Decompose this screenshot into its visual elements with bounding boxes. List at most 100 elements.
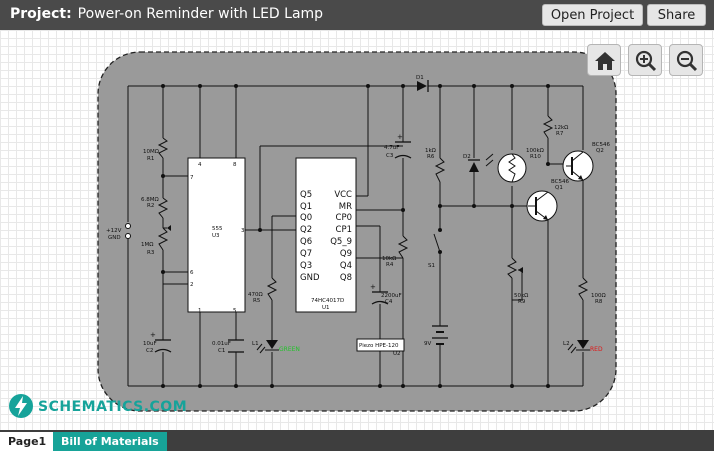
c1-ref: C1 xyxy=(218,348,225,354)
q1-type: BC546 xyxy=(551,179,570,185)
tab-bill-of-materials[interactable]: Bill of Materials xyxy=(53,432,167,451)
resistor-r8 xyxy=(577,277,589,301)
u3-pin-4: 4 xyxy=(198,162,202,168)
potentiometer-r9-wiper xyxy=(518,267,523,273)
wires xyxy=(127,85,584,387)
u1-pin-q4: Q4 xyxy=(340,261,352,271)
svg-text:+: + xyxy=(150,331,156,339)
open-project-button[interactable]: Open Project xyxy=(542,4,643,26)
r5-ref: R5 xyxy=(253,298,261,304)
u1-pin-q8: Q8 xyxy=(340,273,352,283)
u1-pin-q2: Q2 xyxy=(300,225,312,235)
supply-pos-label: +12V xyxy=(106,228,122,234)
q2-ref: Q2 xyxy=(596,148,604,154)
r9-ref: R9 xyxy=(518,299,526,305)
resistor-r5 xyxy=(266,277,278,301)
u1-pin-q5-9: Q5_9 xyxy=(330,237,352,247)
r4-value: 10kΩ xyxy=(382,256,396,262)
diode-d1 xyxy=(417,80,429,92)
u1-pin-labels: Q5 Q1 Q0 Q2 Q6 Q7 Q3 GND VCC MR CP0 CP1 … xyxy=(300,190,352,283)
l1-color: GREEN xyxy=(279,346,300,353)
u3-pin-8: 8 xyxy=(233,162,237,168)
r6-ref: R6 xyxy=(427,154,435,160)
junctions xyxy=(161,84,550,388)
r7-value: 12kΩ xyxy=(554,125,568,131)
led-l2 xyxy=(567,340,590,354)
q1-ref: Q1 xyxy=(555,185,563,191)
u3-name: 555 xyxy=(212,226,223,232)
c1-value: 0.01uF xyxy=(212,341,231,347)
led-l1 xyxy=(256,340,279,354)
svg-text:+: + xyxy=(397,133,403,141)
piezo-buzzer-u2 xyxy=(356,338,405,352)
buzzer-ref: U2 xyxy=(393,351,401,357)
s1-ref: S1 xyxy=(428,263,435,269)
home-button[interactable] xyxy=(587,44,621,76)
r8-ref: R8 xyxy=(595,299,603,305)
lightning-bolt-icon xyxy=(9,394,33,418)
c4-ref: C4 xyxy=(385,299,393,305)
schematic-canvas[interactable]: + + + xyxy=(0,30,714,430)
u1-pin-q3: Q3 xyxy=(300,261,312,271)
resistor-r1 xyxy=(157,137,169,159)
transistor-q2 xyxy=(562,150,594,182)
u3-pin-2: 2 xyxy=(190,282,194,288)
ic-u1-74hc4017 xyxy=(295,157,357,313)
resistor-r9 xyxy=(506,257,518,279)
q2-type: BC546 xyxy=(592,142,611,148)
supply-terminal-gnd xyxy=(125,233,131,239)
zoom-out-icon xyxy=(676,50,698,72)
u1-pin-q0: Q0 xyxy=(300,213,312,223)
supply-gnd-label: GND xyxy=(108,235,121,241)
d1-ref: D1 xyxy=(416,75,424,81)
r2-value: 6.8MΩ xyxy=(141,197,159,203)
l2-ref: L2 xyxy=(563,341,570,347)
r8-value: 100Ω xyxy=(591,293,606,299)
u3-pin-3: 3 xyxy=(241,228,245,234)
logo-text: SCHEMATICS.COM xyxy=(38,399,188,415)
u3-pin-6: 6 xyxy=(190,270,194,276)
supply-terminal-pos xyxy=(125,223,131,229)
u1-pin-q6: Q6 xyxy=(300,237,312,247)
project-name: Power-on Reminder with LED Lamp xyxy=(77,6,324,22)
resistor-r3 xyxy=(157,227,169,251)
board-outline xyxy=(97,51,617,412)
capacitors xyxy=(154,141,412,353)
c4-value: 2200uF xyxy=(381,293,402,299)
u1-pin-cp1: CP1 xyxy=(336,225,352,235)
u3-pin-5: 5 xyxy=(233,308,237,314)
u1-pin-cp0: CP0 xyxy=(336,213,352,223)
resistor-r4 xyxy=(397,235,409,259)
u3-ref: U3 xyxy=(212,233,220,239)
r2-ref: R2 xyxy=(147,203,154,209)
page-tabs-bar: Page1 Bill of Materials xyxy=(0,430,714,451)
r10-ref: R10 xyxy=(530,154,541,160)
r1-ref: R1 xyxy=(147,156,154,162)
resistors xyxy=(157,115,589,301)
diode-d2 xyxy=(468,153,494,172)
schematics-logo: SCHEMATICS.COM xyxy=(8,392,188,422)
u1-pin-q1: Q1 xyxy=(300,202,312,212)
project-label: Project: xyxy=(10,6,72,22)
resistor-r2 xyxy=(157,197,169,219)
tab-page1[interactable]: Page1 xyxy=(0,432,55,451)
battery-label: 9V xyxy=(424,341,431,347)
home-icon xyxy=(595,52,615,70)
u1-pin-gnd: GND xyxy=(300,273,320,283)
resistor-r7 xyxy=(542,115,554,139)
photoresistor-r10 xyxy=(497,153,527,183)
potentiometer-r3-wiper xyxy=(167,225,171,231)
switch-s1 xyxy=(433,228,442,254)
battery-9v xyxy=(432,325,448,352)
schematic-drawing: + + + xyxy=(97,51,617,412)
zoom-out-button[interactable] xyxy=(669,44,703,76)
l1-ref: L1 xyxy=(252,341,259,347)
zoom-in-button[interactable] xyxy=(628,44,662,76)
r7-ref: R7 xyxy=(556,131,564,137)
c2-value: 10uF xyxy=(143,341,157,347)
svg-text:+: + xyxy=(370,283,376,291)
share-button[interactable]: Share xyxy=(647,4,706,26)
resistor-r6 xyxy=(434,157,446,183)
u1-pin-mr: MR xyxy=(339,202,352,212)
u3-pin-7: 7 xyxy=(190,175,194,181)
